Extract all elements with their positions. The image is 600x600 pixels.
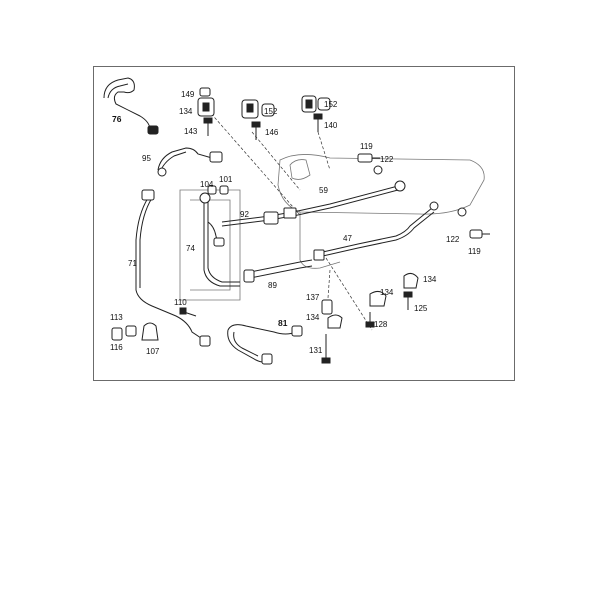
label-76: 76: [112, 114, 122, 124]
label-101: 101: [219, 175, 233, 184]
label-125: 125: [414, 304, 428, 313]
label-116: 116: [110, 343, 123, 352]
label-128: 128: [374, 320, 388, 329]
pipe-74: [203, 200, 240, 287]
hose-76: [103, 77, 151, 131]
label-134a: 134: [179, 107, 193, 116]
clip-group-top: [197, 87, 331, 119]
label-81: 81: [278, 318, 288, 328]
label-89: 89: [268, 281, 277, 290]
label-74: 74: [186, 244, 195, 253]
fitting-76: [147, 125, 159, 135]
label-140: 140: [324, 121, 338, 130]
clamps-lower: [327, 272, 419, 329]
label-113: 113: [110, 313, 123, 322]
leader-lines: [207, 109, 373, 331]
label-134c: 134: [380, 288, 394, 297]
hose-89: [249, 259, 313, 273]
label-143: 143: [184, 127, 198, 136]
pipe-59: [283, 185, 399, 215]
pipe-71: [135, 197, 205, 341]
label-119b: 119: [468, 247, 481, 256]
label-134d: 134: [306, 313, 320, 322]
label-152b: 152: [324, 100, 338, 109]
diagram-frame: [93, 66, 515, 381]
label-134b: 134: [423, 275, 437, 284]
label-47: 47: [343, 234, 352, 243]
label-119a: 119: [360, 142, 373, 151]
label-107: 107: [146, 347, 160, 356]
label-137: 137: [306, 293, 320, 302]
label-59: 59: [319, 186, 328, 195]
label-122b: 122: [446, 235, 460, 244]
label-104: 104: [200, 180, 214, 189]
label-131: 131: [309, 346, 323, 355]
label-149: 149: [181, 90, 195, 99]
label-71: 71: [128, 259, 137, 268]
washers: [111, 165, 467, 341]
label-95: 95: [142, 154, 151, 163]
label-146: 146: [265, 128, 279, 137]
label-152a: 152: [264, 107, 278, 116]
label-92: 92: [240, 210, 249, 219]
hose-81: [227, 324, 297, 335]
pipe-47: [313, 207, 433, 255]
label-110: 110: [174, 298, 187, 307]
label-122a: 122: [380, 155, 394, 164]
hose-92: [221, 211, 293, 223]
bolts: [179, 113, 490, 364]
part-labels: 76 149 134 143 152 146 152 140 95 104 10…: [110, 90, 481, 356]
